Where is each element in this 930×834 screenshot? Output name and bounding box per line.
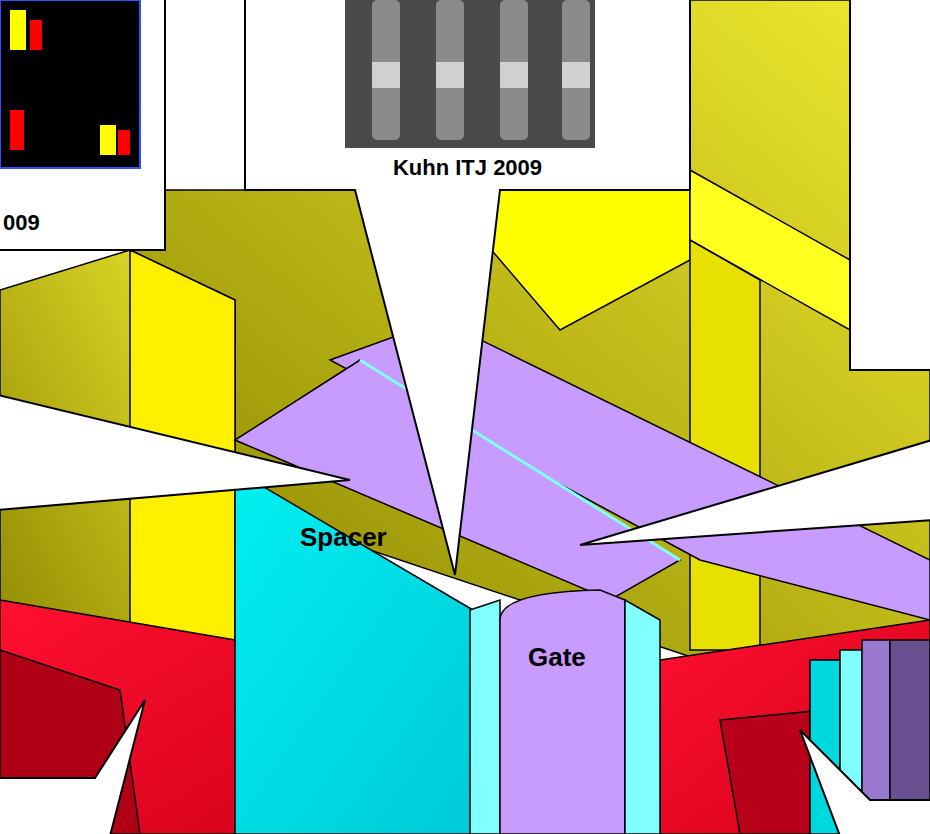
citation-text: 009 (3, 210, 40, 236)
part-label: Gate (528, 642, 586, 673)
callout-bubble: Kuhn ITJ 2009 (245, 0, 690, 190)
citation-text: Kuhn ITJ 2009 (393, 155, 542, 181)
callout-bubble: 009 (0, 0, 165, 250)
part-label: Spacer (300, 522, 387, 553)
